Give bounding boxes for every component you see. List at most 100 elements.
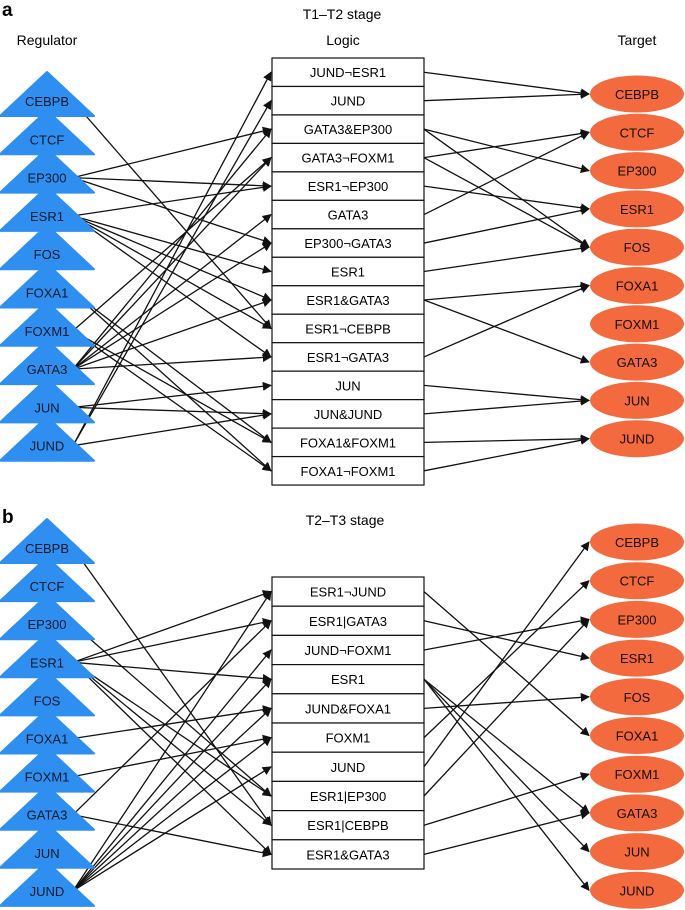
edge-regulator-to-logic	[72, 242, 272, 370]
edge-regulator-to-logic	[72, 126, 272, 179]
edge-regulator-to-logic	[72, 71, 272, 447]
logic-label: FOXA1&FOXM1	[300, 435, 396, 450]
logic-label: ESR1&GATA3	[306, 293, 389, 308]
logic-box: ESR1¬EP300	[271, 171, 425, 201]
regulator-label: FOS	[34, 693, 61, 708]
logic-label: JUND¬FOXM1	[304, 643, 391, 658]
logic-box-frame	[271, 634, 425, 666]
logic-label: ESR1	[331, 265, 365, 280]
regulator-label: FOXM1	[25, 324, 70, 339]
logic-label: ESR1|GATA3	[309, 614, 387, 629]
edge-logic-to-target	[423, 71, 590, 98]
edge-regulator-to-logic	[72, 292, 272, 472]
target-node: GATA3	[590, 343, 684, 381]
edge-regulator-to-logic	[72, 814, 272, 858]
target-ellipse-shape	[590, 833, 684, 871]
logic-box-frame	[271, 455, 425, 486]
regulator-label: ESR1	[30, 655, 64, 670]
logic-label: GATA3&EP300	[304, 122, 392, 137]
regulator-label: CEBPB	[25, 541, 69, 556]
logic-box-frame	[271, 85, 425, 116]
header-logic: Logic	[326, 32, 359, 48]
logic-box-frame	[271, 114, 425, 145]
logic-box-frame	[271, 171, 425, 201]
regulator-node: ESR1	[0, 632, 95, 679]
target-ellipse-shape	[590, 190, 684, 228]
target-node: CEBPB	[590, 75, 684, 113]
edge-logic-to-target	[423, 810, 590, 856]
target-ellipse-shape	[590, 794, 684, 832]
target-ellipse-shape	[590, 343, 684, 381]
edge-regulator-to-logic	[72, 766, 272, 892]
logic-box-frame	[271, 399, 425, 429]
logic-box: GATA3&EP300	[271, 114, 425, 145]
regulator-node: FOXM1	[0, 746, 95, 793]
target-label: ESR1	[620, 651, 654, 666]
target-label: EP300	[617, 612, 656, 627]
logic-box-frame	[271, 605, 425, 637]
target-label: FOS	[624, 240, 651, 255]
target-label: CEBPB	[615, 535, 659, 550]
logic-box: ESR1¬CEBPB	[271, 313, 425, 344]
panel-b-letter: b	[2, 507, 14, 528]
target-label: CTCF	[620, 574, 655, 589]
target-node: FOXA1	[590, 717, 684, 754]
edge-regulator-to-logic	[72, 156, 272, 370]
target-ellipse-shape	[590, 678, 684, 716]
logic-box: ESR1&GATA3	[271, 285, 425, 315]
logic-box-frame	[271, 809, 425, 841]
edge-logic-to-target	[423, 281, 590, 301]
regulator-label: JUND	[30, 439, 65, 454]
logic-label: EP300¬GATA3	[304, 236, 391, 251]
edge-regulator-to-logic	[72, 298, 272, 370]
target-node: CEBPB	[590, 523, 684, 561]
target-ellipse-shape	[590, 75, 684, 113]
target-ellipse-shape	[590, 600, 684, 638]
edge-logic-to-target	[423, 435, 590, 472]
regulator-label: FOXM1	[25, 770, 70, 785]
target-node: EP300	[590, 152, 684, 190]
edge-regulator-to-logic	[72, 330, 272, 443]
edge-regulator-to-logic	[72, 182, 272, 217]
logic-box: JUND	[271, 751, 425, 783]
logic-box: ESR1	[271, 663, 425, 695]
logic-box-frame	[271, 839, 425, 870]
edge-regulator-to-logic	[72, 707, 272, 892]
target-ellipse-shape	[590, 639, 684, 677]
target-label: FOXM1	[615, 767, 660, 782]
logic-label: JUND&FOXA1	[305, 701, 391, 716]
target-node: JUND	[590, 871, 684, 909]
logic-label: ESR1|CEBPB	[307, 818, 388, 833]
edge-logic-to-target	[423, 131, 590, 216]
target-node: CTCF	[590, 113, 684, 151]
logic-label: GATA3	[328, 208, 369, 223]
target-node: ESR1	[590, 190, 684, 228]
regulator-label: JUN	[34, 846, 59, 861]
regulator-label: EP300	[27, 171, 66, 186]
edge-logic-to-target	[423, 89, 590, 102]
regulator-label: EP300	[27, 617, 66, 632]
target-label: FOXM1	[615, 317, 660, 332]
edge-logic-to-target	[423, 129, 590, 159]
edge-logic-to-target	[423, 616, 590, 651]
target-label: FOXA1	[616, 729, 659, 744]
target-node: ESR1	[590, 639, 684, 677]
edge-regulator-to-logic	[72, 330, 272, 472]
regulator-triangle-shape	[0, 860, 95, 907]
edge-regulator-to-logic	[72, 734, 272, 778]
target-label: JUN	[624, 845, 649, 860]
edge-logic-to-target	[423, 434, 590, 444]
target-node: GATA3	[590, 794, 684, 832]
edge-regulator-to-logic	[72, 128, 272, 370]
edge-logic-to-target	[423, 185, 590, 213]
nodes-layer: CEBPBCTCFEP300ESR1FOSFOXA1FOXM1GATA3JUNJ…	[0, 57, 684, 909]
regulator-label: FOXA1	[26, 286, 69, 301]
edge-logic-to-target	[423, 206, 590, 244]
target-ellipse-shape	[590, 228, 684, 266]
logic-box-frame	[271, 285, 425, 315]
edge-logic-to-target	[423, 678, 590, 892]
logic-label: ESR1|EP300	[310, 789, 386, 804]
edge-logic-to-target	[423, 128, 590, 174]
edge-logic-to-target	[423, 243, 590, 273]
header-target: Target	[618, 32, 657, 48]
